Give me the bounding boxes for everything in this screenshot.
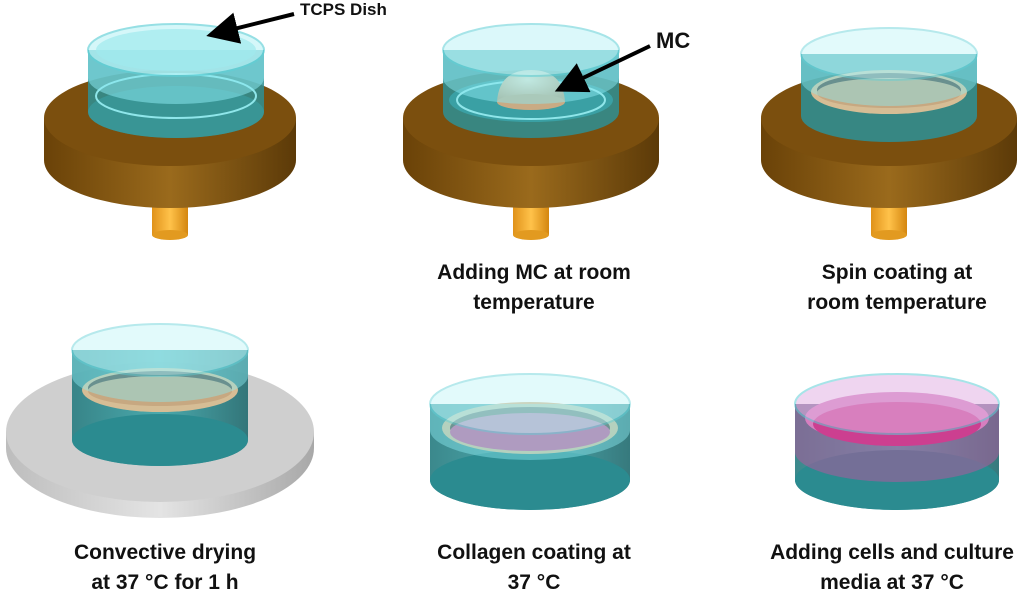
step-6-caption: Adding cells and culture media at 37 °C <box>770 541 1014 594</box>
step-2-dish <box>442 23 620 138</box>
step-3-caption: Spin coating at room temperature <box>807 261 987 314</box>
step-2-caption: Adding MC at room temperature <box>437 261 631 314</box>
collagen-layer <box>450 413 610 451</box>
mc-label: MC <box>656 28 691 53</box>
step-4-dish <box>71 323 249 466</box>
step-1-dish <box>87 23 265 138</box>
step-3-dish <box>800 27 978 142</box>
tcps-dish-label: TCPS Dish <box>300 0 387 19</box>
step-5-caption: Collagen coating at 37 °C <box>437 541 631 594</box>
step-4-caption: Convective drying at 37 °C for 1 h <box>73 541 257 594</box>
mc-arrow <box>554 44 651 93</box>
step-5-dish <box>429 373 631 510</box>
step-6-dish <box>794 373 1000 510</box>
tcps-dish-arrow <box>206 12 295 44</box>
